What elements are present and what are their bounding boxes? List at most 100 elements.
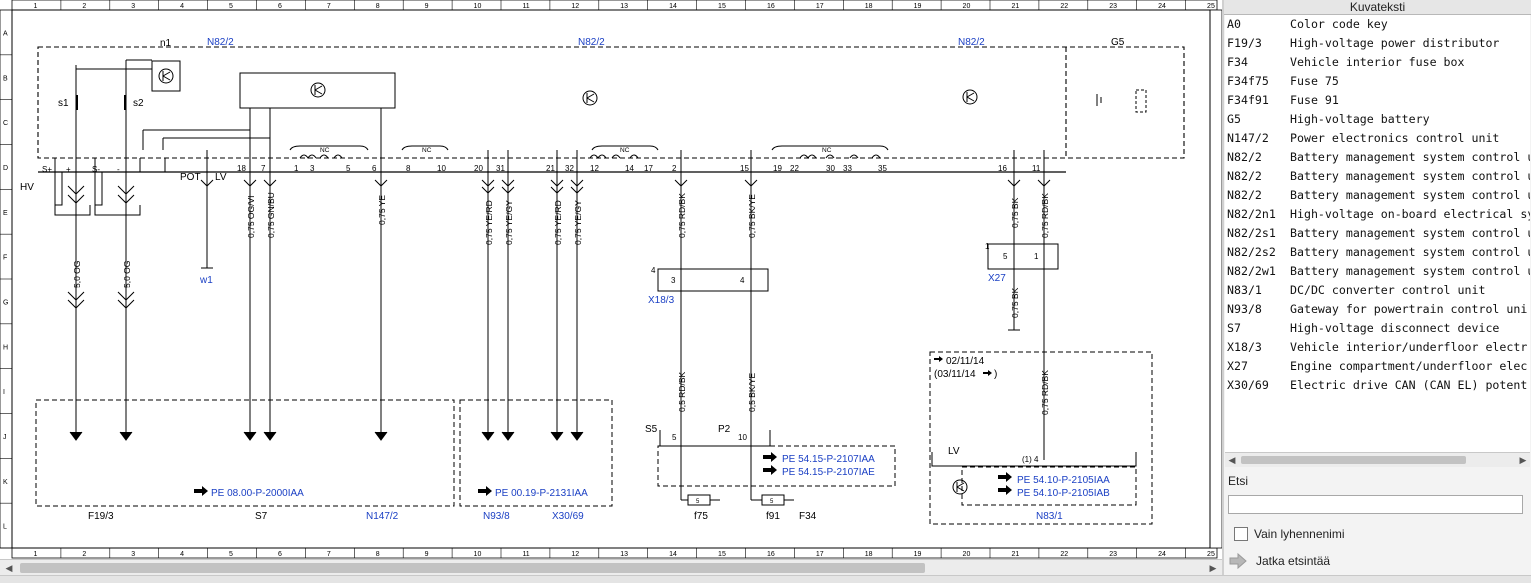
legend-scroll-right-icon[interactable]: ▶ <box>1519 455 1527 465</box>
search-input[interactable] <box>1228 495 1523 514</box>
svg-text:5: 5 <box>696 499 700 505</box>
label-plus: + <box>66 165 71 174</box>
svg-text:0,75 OG/VI: 0,75 OG/VI <box>246 195 256 238</box>
svg-text:0,75 RD/BK: 0,75 RD/BK <box>1040 193 1050 238</box>
legend-code: N82/2s2 <box>1227 245 1276 259</box>
scroll-right-icon[interactable]: ▶ <box>1209 563 1217 573</box>
legend-description: Color code key <box>1290 17 1388 31</box>
ruler-number: 7 <box>327 551 331 558</box>
legend-code: A0 <box>1227 17 1241 31</box>
legend-description: High-voltage disconnect device <box>1290 321 1500 335</box>
svg-text:5: 5 <box>346 164 351 173</box>
legend-description: Battery management system control u <box>1290 226 1530 240</box>
abbreviation-only-checkbox[interactable] <box>1234 527 1248 541</box>
svg-text:NC: NC <box>422 147 432 154</box>
ruler-number: 3 <box>131 3 135 10</box>
legend-description: Battery management system control u <box>1290 188 1530 202</box>
status-bar <box>0 575 1531 583</box>
legend-description: Gateway for powertrain control uni <box>1290 302 1528 316</box>
ref-pe-08-00[interactable]: PE 08.00-P-2000IAA <box>211 488 304 499</box>
scroll-left-icon[interactable]: ◀ <box>5 563 13 573</box>
label-pot: POT <box>180 172 201 183</box>
svg-text:11: 11 <box>1032 164 1041 173</box>
label-p2: P2 <box>718 424 731 435</box>
legend-row[interactable]: A0 Color code key <box>1225 15 1530 34</box>
svg-text:5: 5 <box>672 433 677 442</box>
legend-code: X27 <box>1227 359 1248 373</box>
svg-text:10: 10 <box>738 433 747 442</box>
diagram-labels: n1 N82/2 N82/2 N82/2 G5 s1 s2 HV S+ S- +… <box>20 37 1125 522</box>
svg-text:16: 16 <box>998 164 1007 173</box>
svg-text:19: 19 <box>773 164 782 173</box>
legend-code: F34 <box>1227 55 1248 69</box>
pane-splitter[interactable] <box>1222 0 1224 575</box>
svg-text:10: 10 <box>437 164 446 173</box>
ruler-letter: B <box>3 75 8 82</box>
ref-pe-54-15-iae[interactable]: PE 54.15-P-2107IAE <box>782 467 875 478</box>
document-references: PE 08.00-P-2000IAA PE 00.19-P-2131IAA PE… <box>194 452 1110 499</box>
abbreviation-only-option[interactable]: Vain lyhennenimi <box>1234 527 1345 541</box>
ruler-number: 8 <box>376 3 380 10</box>
legend-code: N82/2n1 <box>1227 207 1276 221</box>
legend-description: Vehicle interior/underfloor electr <box>1290 340 1528 354</box>
svg-text:0,75 YE/GY: 0,75 YE/GY <box>504 200 514 245</box>
svg-text:30: 30 <box>826 164 835 173</box>
label-hv: HV <box>20 182 34 193</box>
label-s2: s2 <box>133 98 144 109</box>
svg-text:0,75 BK/YE: 0,75 BK/YE <box>747 194 757 238</box>
legend-horizontal-scrollbar[interactable]: ◀ ▶ <box>1225 452 1530 467</box>
ruler-number: 1 <box>33 551 37 558</box>
svg-text:0,5 RD/BK: 0,5 RD/BK <box>677 372 687 412</box>
label-w1: w1 <box>199 275 213 286</box>
ref-pe-54-15-iaa[interactable]: PE 54.15-P-2107IAA <box>782 454 875 465</box>
legend-description: DC/DC converter control unit <box>1290 283 1486 297</box>
ruler-number: 2 <box>82 551 86 558</box>
label-n82-2-right: N82/2 <box>958 37 985 48</box>
label-lv: LV <box>215 172 227 183</box>
legend-description: Battery management system control u <box>1290 169 1530 183</box>
ref-pe-54-10-iab[interactable]: PE 54.10-P-2105IAB <box>1017 488 1110 499</box>
label-f34: F34 <box>799 511 817 522</box>
ruler-letter: F <box>3 255 7 262</box>
legend-code: N82/2 <box>1227 150 1262 164</box>
diagram-scroll-thumb[interactable] <box>20 563 925 573</box>
legend-scroll-left-icon[interactable]: ◀ <box>1228 455 1236 465</box>
legend-description: Power electronics control unit <box>1290 131 1500 145</box>
ref-pe-54-10-iaa[interactable]: PE 54.10-P-2105IAA <box>1017 475 1110 486</box>
continue-search-button[interactable]: Jatka etsintää <box>1228 552 1330 570</box>
label-n82-2-mid: N82/2 <box>578 37 605 48</box>
svg-text:5: 5 <box>1003 252 1008 261</box>
ref-pe-00-19[interactable]: PE 00.19-P-2131IAA <box>495 488 588 499</box>
legend-code: F34f91 <box>1227 93 1269 107</box>
diagram-horizontal-scrollbar[interactable]: ◀ ▶ <box>0 559 1222 576</box>
label-n93-8: N93/8 <box>483 511 510 522</box>
ruler-number: 4 <box>180 551 184 558</box>
ruler-number: 14 <box>669 551 677 558</box>
svg-text:6: 6 <box>372 164 377 173</box>
legend-scroll-thumb[interactable] <box>1241 456 1466 464</box>
svg-text:NC: NC <box>320 147 330 154</box>
